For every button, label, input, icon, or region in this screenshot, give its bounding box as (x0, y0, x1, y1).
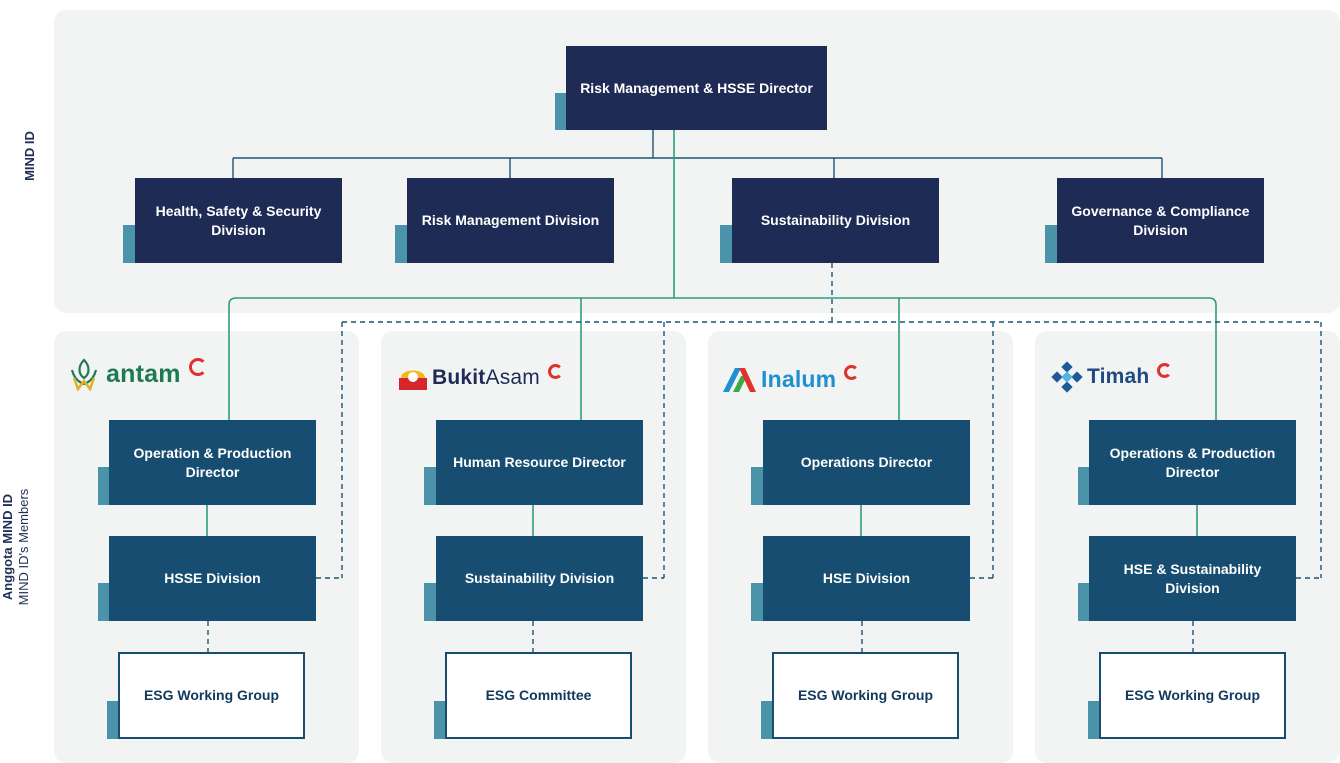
sustainability-division-label: Sustainability Division (760, 212, 911, 228)
bukitasam-division-label: Sustainability Division (464, 570, 615, 586)
bukitasam-logo-rest: Asam (485, 366, 540, 389)
risk-management-division-label: Risk Management Division (421, 212, 600, 228)
bukitasam-logo-bold: Bukit (432, 366, 486, 389)
member-accent-tab (98, 467, 111, 505)
division-accent-tab (720, 225, 734, 263)
bukitasam-director-box: Human Resource Director (436, 420, 643, 505)
bukitasam-esg-committee-label: ESG Committee (485, 687, 592, 703)
inalum-logo: Inalum (721, 364, 860, 394)
antam-division-label: HSSE Division (164, 570, 261, 586)
inalum-director-label: Operations Director (800, 454, 933, 470)
inalum-esg-group-label: ESG Working Group (797, 687, 934, 703)
risk-hsse-director-box: Risk Management & HSSE Director (566, 46, 827, 130)
antam-division-box: HSSE Division (109, 536, 316, 621)
antam-esg-group-box: ESG Working Group (118, 652, 305, 739)
member-accent-tab (761, 701, 774, 739)
certification-mark-icon (188, 358, 207, 376)
timah-esg-group-label: ESG Working Group (1124, 687, 1261, 703)
sustainability-division-box: Sustainability Division (732, 178, 939, 263)
governance-compliance-division-label: Governance & Compliance Division (1071, 202, 1250, 238)
member-accent-tab (1078, 583, 1091, 621)
inalum-division-label: HSE Division (822, 570, 911, 586)
bukitasam-logo: BukitAsam (398, 363, 563, 392)
risk-hsse-director-label: Risk Management & HSSE Director (580, 79, 813, 96)
certification-mark-icon (547, 363, 563, 379)
member-accent-tab (751, 583, 764, 621)
member-accent-tab (751, 467, 764, 505)
bukitasam-director-label: Human Resource Director (453, 454, 626, 470)
director-accent-tab (555, 93, 569, 130)
hss-division-box: Health, Safety & Security Division (135, 178, 342, 263)
division-accent-tab (1045, 225, 1059, 263)
bukitasam-esg-committee-box: ESG Committee (445, 652, 632, 739)
hss-division-label: Health, Safety & Security Division (155, 202, 322, 238)
governance-compliance-division-box: Governance & Compliance Division (1057, 178, 1264, 263)
timah-emblem-icon (1051, 361, 1083, 393)
timah-director-label: Operations & Production Director (1109, 444, 1276, 480)
timah-esg-group-box: ESG Working Group (1099, 652, 1286, 739)
inalum-logo-text: Inalum (761, 365, 837, 392)
division-accent-tab (395, 225, 409, 263)
member-accent-tab (107, 701, 120, 739)
risk-management-division-box: Risk Management Division (407, 178, 614, 263)
timah-division-label: HSE & Sustainability Division (1123, 560, 1262, 596)
division-accent-tab (123, 225, 137, 263)
member-accent-tab (434, 701, 447, 739)
member-accent-tab (424, 467, 437, 505)
timah-director-box: Operations & Production Director (1089, 420, 1296, 505)
antam-esg-group-label: ESG Working Group (143, 687, 280, 703)
member-accent-tab (1078, 467, 1091, 505)
inalum-division-box: HSE Division (763, 536, 970, 621)
member-accent-tab (1088, 701, 1101, 739)
inalum-director-box: Operations Director (763, 420, 970, 505)
certification-mark-icon (844, 364, 860, 380)
inalum-esg-group-box: ESG Working Group (772, 652, 959, 739)
inalum-emblem-icon (723, 368, 756, 392)
antam-logo-text: antam (106, 359, 181, 388)
antam-emblem-icon (70, 358, 98, 392)
timah-division-box: HSE & Sustainability Division (1089, 536, 1296, 621)
bukitasam-emblem-icon (399, 370, 427, 390)
certification-mark-icon (1157, 362, 1173, 378)
member-accent-tab (424, 583, 437, 621)
antam-logo: antam (66, 356, 207, 392)
member-accent-tab (98, 583, 111, 621)
timah-logo: Timah (1051, 361, 1173, 393)
antam-director-label: Operation & Production Director (133, 444, 292, 480)
antam-director-box: Operation & Production Director (109, 420, 316, 505)
timah-logo-text: Timah (1087, 365, 1150, 388)
bukitasam-division-box: Sustainability Division (436, 536, 643, 621)
